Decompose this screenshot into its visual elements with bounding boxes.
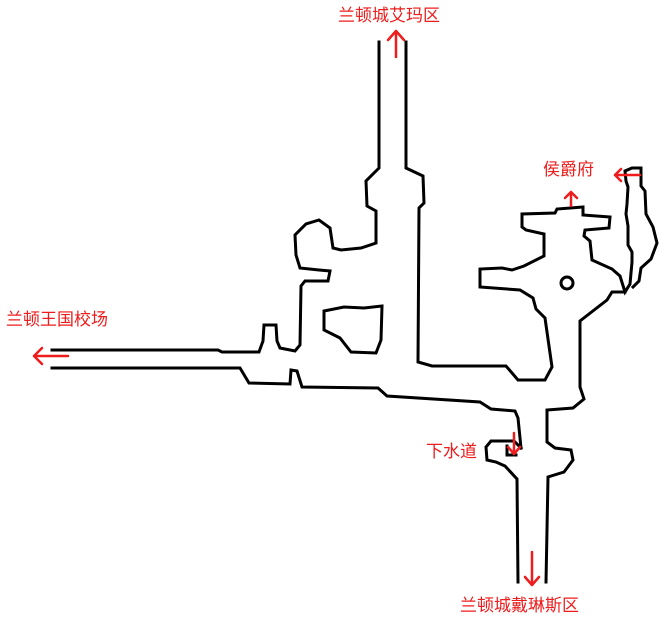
arrow-left-icon [613, 167, 642, 183]
inner-room [322, 304, 384, 355]
east-hall-lower-wall [544, 290, 627, 584]
south-corridor-left-wall [484, 439, 524, 584]
west-corridor-upper-wall [50, 40, 381, 354]
arrow-up-icon [386, 29, 406, 59]
west-exit-label[interactable]: 兰顿王国校场 [6, 310, 108, 330]
arrow-up-icon [563, 190, 579, 208]
sewer-entrance [505, 444, 518, 457]
arrow-left-icon [32, 346, 70, 366]
central-pillar [559, 275, 575, 291]
north-exit-label[interactable]: 兰顿城艾玛区 [338, 6, 440, 26]
arrow-down-icon [506, 431, 522, 456]
duke-mansion-label[interactable]: 侯爵府 [543, 160, 594, 180]
sewer-label[interactable]: 下水道 [426, 442, 477, 462]
south-exit-label[interactable]: 兰顿城戴琳斯区 [460, 596, 579, 616]
west-corridor-lower-wall [50, 366, 523, 450]
north-corridor-right-wall [404, 40, 659, 382]
arrow-down-icon [523, 550, 541, 587]
